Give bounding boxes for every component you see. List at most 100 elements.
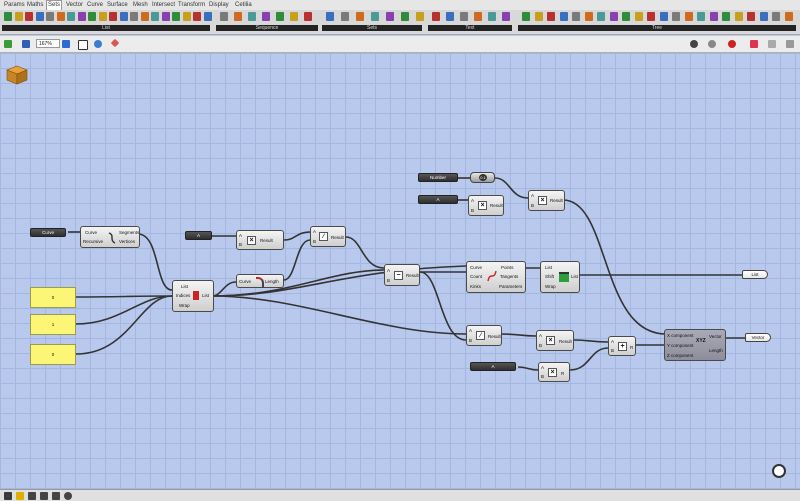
ribbon-component-icon[interactable] — [446, 12, 454, 21]
ribbon-component-icon[interactable] — [647, 12, 655, 21]
tab-transform[interactable]: Transform — [178, 2, 206, 8]
status-icon-6[interactable] — [64, 492, 72, 500]
panel-index-1[interactable]: 1 — [30, 314, 76, 335]
division-component-2[interactable]: A B ⁄ Result — [466, 325, 502, 346]
ribbon-component-icon[interactable] — [326, 12, 334, 21]
ribbon-component-icon[interactable] — [356, 12, 364, 21]
ribbon-component-icon[interactable] — [474, 12, 482, 21]
status-icon-1[interactable] — [4, 492, 12, 500]
preview-settings-icon[interactable] — [786, 40, 794, 48]
multiply-component-1[interactable]: A B × Result — [236, 230, 284, 250]
ribbon-component-icon[interactable] — [172, 12, 180, 21]
ribbon-component-icon[interactable] — [609, 12, 618, 21]
ribbon-component-icon[interactable] — [416, 12, 424, 21]
ribbon-component-icon[interactable] — [522, 12, 530, 21]
ribbon-component-icon[interactable] — [460, 12, 468, 21]
ribbon-component-icon[interactable] — [759, 12, 768, 21]
tab-display[interactable]: Display — [209, 2, 229, 8]
save-icon[interactable] — [22, 40, 30, 48]
ribbon-component-icon[interactable] — [56, 12, 65, 21]
ribbon-component-icon[interactable] — [290, 12, 298, 21]
ribbon-group-sequence[interactable]: Sequence — [216, 25, 318, 31]
display-settings-icon[interactable] — [768, 40, 776, 48]
curve-param[interactable]: Curve — [30, 228, 66, 237]
ribbon-component-icon[interactable] — [67, 12, 75, 21]
status-icon-2[interactable] — [16, 492, 24, 500]
tab-cetilia[interactable]: Cetilia — [235, 2, 252, 8]
panel-index-2[interactable]: 0 — [30, 344, 76, 365]
panel-index-0[interactable]: 0 — [30, 287, 76, 308]
ribbon-component-icon[interactable] — [276, 12, 284, 21]
ribbon-component-icon[interactable] — [151, 12, 159, 21]
ribbon-component-icon[interactable] — [77, 12, 86, 21]
divide-curve-component[interactable]: Curve Recursive Segments Vertices — [80, 226, 140, 248]
ribbon-component-icon[interactable] — [502, 12, 510, 21]
ribbon-component-icon[interactable] — [684, 12, 693, 21]
ribbon-component-icon[interactable] — [697, 12, 705, 21]
ribbon-component-icon[interactable] — [109, 12, 117, 21]
list-item-component[interactable]: List Indices Wrap List — [172, 280, 214, 312]
ribbon-component-icon[interactable] — [341, 12, 349, 21]
ribbon-group-sets[interactable]: Sets — [322, 25, 422, 31]
multiply-component-2[interactable]: A B × Result — [468, 195, 504, 216]
preview-eye-icon[interactable] — [94, 40, 102, 48]
status-icon-3[interactable] — [28, 492, 36, 500]
tab-sets[interactable]: Sets — [46, 0, 63, 11]
ribbon-component-icon[interactable] — [371, 12, 379, 21]
vector-xyz-component[interactable]: X component Y component Z component XYZ … — [664, 329, 726, 361]
a-param-1[interactable]: A — [185, 231, 212, 240]
ribbon-component-icon[interactable] — [140, 12, 149, 21]
length-component[interactable]: Curve Length — [236, 274, 284, 288]
ribbon-component-icon[interactable] — [119, 12, 128, 21]
ribbon-component-icon[interactable] — [488, 12, 496, 21]
status-icon-5[interactable] — [52, 492, 60, 500]
canvas-navigator-icon[interactable] — [772, 464, 786, 478]
ribbon-component-icon[interactable] — [182, 12, 191, 21]
zoom-dropdown-icon[interactable] — [62, 40, 70, 48]
zoom-field[interactable]: 167% — [36, 39, 60, 48]
ribbon-component-icon[interactable] — [584, 12, 593, 21]
ribbon-component-icon[interactable] — [35, 12, 44, 21]
ribbon-component-icon[interactable] — [25, 12, 33, 21]
tab-vector[interactable]: Vector — [66, 2, 84, 8]
tab-surface[interactable]: Surface — [107, 2, 128, 8]
ribbon-component-icon[interactable] — [572, 12, 580, 21]
ribbon-component-icon[interactable] — [709, 12, 718, 21]
status-icon-4[interactable] — [40, 492, 48, 500]
preview-mode-icon[interactable] — [690, 40, 698, 48]
tab-maths[interactable]: Maths — [27, 2, 44, 8]
shaded-mode-icon[interactable] — [728, 40, 736, 48]
ribbon-component-icon[interactable] — [220, 12, 228, 21]
ribbon-component-icon[interactable] — [534, 12, 543, 21]
ribbon-group-list[interactable]: List — [2, 25, 210, 31]
ribbon-component-icon[interactable] — [386, 12, 394, 21]
ribbon-component-icon[interactable] — [401, 12, 409, 21]
ribbon-component-icon[interactable] — [597, 12, 605, 21]
ribbon-component-icon[interactable] — [46, 12, 54, 21]
tab-intersect[interactable]: Intersect — [152, 2, 176, 8]
ribbon-component-icon[interactable] — [734, 12, 743, 21]
a-param-3[interactable]: A — [470, 362, 516, 371]
addition-component[interactable]: A B + R — [608, 336, 636, 356]
divide-length-component[interactable]: Curve Count Kinks Points Tangents Parame… — [466, 261, 526, 293]
ribbon-component-icon[interactable] — [747, 12, 755, 21]
shift-list-component[interactable]: List Shift Wrap List — [540, 261, 580, 293]
open-file-icon[interactable] — [4, 40, 12, 48]
ribbon-component-icon[interactable] — [161, 12, 170, 21]
ribbon-component-icon[interactable] — [547, 12, 555, 21]
ribbon-component-icon[interactable] — [722, 12, 730, 21]
ribbon-component-icon[interactable] — [432, 12, 440, 21]
ribbon-component-icon[interactable] — [659, 12, 668, 21]
list-output-param[interactable]: List — [742, 270, 768, 279]
ribbon-component-icon[interactable] — [262, 12, 270, 21]
ribbon-group-tree[interactable]: Tree — [518, 25, 796, 31]
selected-only-icon[interactable] — [750, 40, 758, 48]
multiply-component-4[interactable]: A B × Result — [536, 330, 574, 351]
ribbon-group-text[interactable]: Text — [428, 25, 512, 31]
multiply-component-5[interactable]: A B × R — [538, 362, 570, 382]
ribbon-component-icon[interactable] — [4, 12, 12, 21]
number-slider[interactable]: 0.1 — [470, 172, 495, 183]
ribbon-component-icon[interactable] — [234, 12, 242, 21]
ribbon-component-icon[interactable] — [193, 12, 201, 21]
ribbon-component-icon[interactable] — [559, 12, 568, 21]
